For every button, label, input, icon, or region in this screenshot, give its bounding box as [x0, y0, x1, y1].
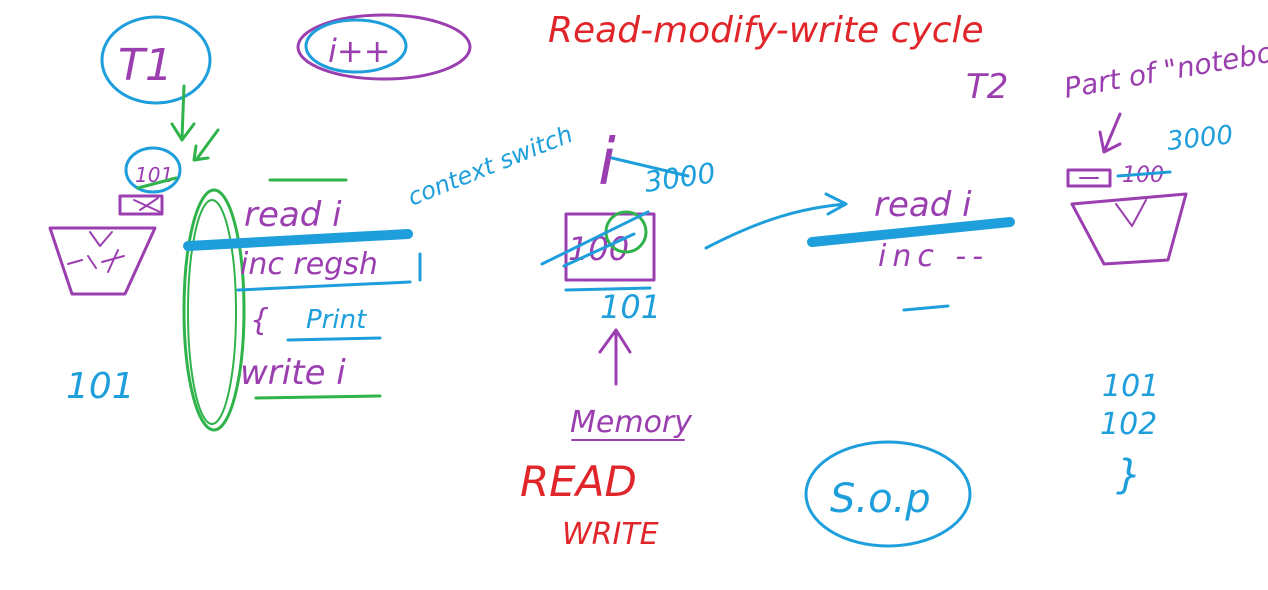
memory-group: i 3000 100 101 Memory READ WRITE — [520, 126, 718, 552]
code-underline-print — [286, 336, 382, 342]
memory-underline — [564, 286, 652, 292]
thread-1-circle — [100, 15, 212, 105]
green-arrow-diagonal — [192, 128, 220, 162]
diagram-title: Read-modify-write cycle — [548, 10, 984, 51]
thread-2-register-box — [1066, 168, 1112, 188]
code-line-write: write i — [240, 353, 346, 393]
increment-inner-ellipse — [304, 18, 408, 74]
notebook-note: Part of "notebook" — [1061, 28, 1268, 105]
memory-label: Memory — [570, 405, 693, 440]
code-line-print: Print — [306, 305, 367, 335]
thread-2-code-inc: inc -- — [878, 239, 989, 274]
code-underline-inc — [236, 252, 422, 292]
context-switch-note: context switch — [404, 120, 577, 212]
memory-new-value: 3000 — [642, 156, 717, 199]
code-line-read: read i — [244, 195, 342, 235]
critical-section-loop-inner — [187, 199, 237, 425]
memory-cell — [564, 212, 656, 282]
memory-written-value: 101 — [600, 288, 661, 326]
thread-1-label: T1 — [118, 40, 173, 91]
code-underline-write — [254, 394, 382, 400]
thread-2-context-switch-marker — [807, 217, 1015, 247]
operation-write: WRITE — [562, 517, 659, 552]
thread-2-output-brace: } — [1116, 452, 1141, 498]
thread-2-group: read i inc -- T2 Part of "notebook" 100 … — [807, 28, 1268, 498]
thread-1-group: T1 i++ 101 101 read i inc regsh { Print … — [48, 13, 577, 432]
cpu-scribble — [67, 249, 125, 273]
green-arrow-down — [170, 84, 196, 142]
thread-2-register-new: 3000 — [1166, 120, 1235, 157]
thread-2-cpu-bucket-icon — [1070, 192, 1188, 266]
code-line-brace: { — [250, 303, 269, 338]
register-scribble — [133, 197, 161, 213]
thread-2-output-2: 102 — [1100, 407, 1157, 442]
context-switch-marker — [183, 229, 413, 251]
code-line-inc: inc regsh — [240, 247, 378, 282]
memory-arrow-up — [598, 328, 632, 386]
increment-operation: i++ — [328, 32, 391, 70]
sop-ellipse — [804, 440, 972, 548]
memory-to-thread-2-arrow — [704, 192, 848, 250]
memory-strike — [540, 210, 650, 268]
register-value-circle — [124, 146, 182, 194]
notebook-arrow — [1098, 112, 1122, 154]
increment-outer-ellipse — [296, 13, 472, 81]
thread-1-output: 101 — [66, 366, 135, 407]
cpu-bucket-icon — [48, 226, 157, 296]
thread-2-code-read: read i — [874, 185, 972, 225]
memory-strike-top — [610, 156, 690, 178]
thread-2-output-1: 101 — [1102, 369, 1159, 404]
thread-2-label: T2 — [966, 67, 1008, 107]
thread-2-register-strike — [1116, 170, 1172, 178]
register-box — [118, 194, 164, 216]
operation-read: READ — [520, 457, 637, 506]
cpu-notch — [89, 231, 113, 247]
sop-label: S.o.p — [830, 476, 931, 522]
thread-2-dash — [902, 304, 950, 312]
memory-variable: i — [598, 126, 616, 200]
thread-2-cpu-notch — [1115, 199, 1147, 227]
register-strike — [136, 176, 178, 190]
critical-section-loop — [182, 188, 246, 432]
